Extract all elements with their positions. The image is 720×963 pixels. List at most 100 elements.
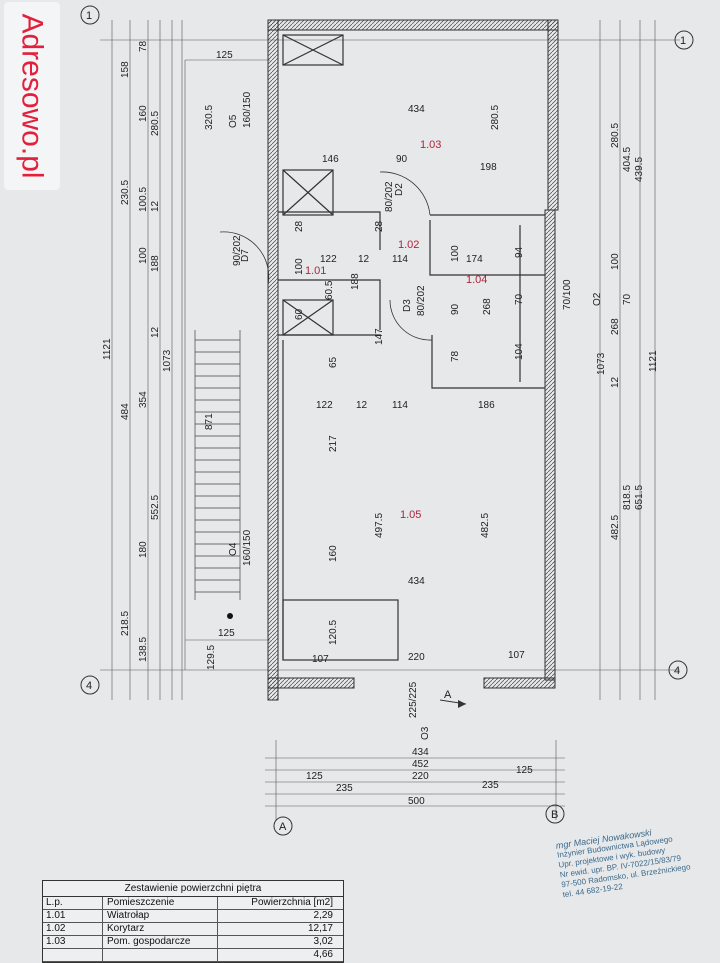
dim-text: 174 — [466, 254, 483, 265]
svg-text:129.5: 129.5 — [206, 645, 217, 670]
svg-text:235: 235 — [336, 783, 353, 794]
axis-label-b: B — [551, 809, 558, 821]
room-label-1-01: 1.01 — [305, 265, 326, 277]
interior-dimensions: 434 280.5 146 90 198 122 12 114 174 100 … — [294, 104, 525, 665]
dim-text: 12 — [358, 254, 370, 265]
dim-text: 100 — [294, 258, 305, 275]
door-tag: D7 — [240, 249, 251, 262]
right-dimensions: 280.5 404.5 439.5 100 70 268 1073 12 482… — [596, 123, 659, 540]
header-cell: L.p. — [43, 897, 103, 909]
dim-text: 60 — [294, 308, 305, 320]
svg-text:1121: 1121 — [102, 338, 113, 360]
svg-text:235: 235 — [482, 780, 499, 791]
table-row: 4,66 — [43, 949, 343, 962]
door-size: 80/202 — [416, 285, 427, 316]
svg-text:138.5: 138.5 — [138, 637, 149, 662]
svg-text:160: 160 — [138, 105, 149, 122]
outer-walls — [267, 19, 559, 701]
svg-text:100: 100 — [138, 247, 149, 264]
svg-text:100.5: 100.5 — [138, 187, 149, 212]
svg-text:A: A — [444, 689, 452, 701]
table-row: 1.02 Korytarz 12,17 — [43, 923, 343, 936]
axis-label-top-left: 1 — [86, 10, 92, 22]
svg-text:434: 434 — [412, 747, 429, 758]
dim-text: 94 — [514, 246, 525, 258]
svg-text:1073: 1073 — [596, 352, 607, 375]
dim-text: 65 — [328, 356, 339, 368]
window-tag: O4 — [228, 542, 239, 556]
svg-text:404.5: 404.5 — [622, 147, 633, 172]
dim-text: 60.5 — [324, 280, 335, 300]
window-size: 70/100 — [562, 279, 573, 310]
room-label-1-04: 1.04 — [466, 274, 487, 286]
svg-text:268: 268 — [610, 318, 621, 335]
room-label-1-02: 1.02 — [398, 239, 419, 251]
dim-text: 114 — [392, 400, 408, 411]
svg-text:125: 125 — [306, 771, 323, 782]
header-cell: Powierzchnia [m2] — [251, 897, 333, 908]
window-size: 160/150 — [242, 91, 253, 128]
svg-text:439.5: 439.5 — [634, 157, 645, 182]
header-cell: Pomieszczenie — [103, 897, 218, 909]
bottom-dimensions: 434 452 220 125 125 235 235 500 — [306, 747, 533, 807]
svg-text:125: 125 — [516, 765, 533, 776]
table-header: L.p. Pomieszczenie Powierzchnia [m2] — [43, 897, 343, 910]
svg-text:12: 12 — [150, 326, 161, 338]
section-marker: A — [439, 689, 467, 708]
room-labels: 1.03 1.02 1.04 1.01 1.05 — [305, 139, 487, 521]
dim-text: 107 — [508, 650, 525, 661]
dim-text: 90 — [396, 154, 408, 165]
room-label-1-03: 1.03 — [420, 139, 441, 151]
dim-text: 497.5 — [374, 513, 385, 538]
axis-label-top-right: 1 — [680, 35, 686, 47]
dim-text: 434 — [408, 576, 425, 587]
dim-text: 28 — [374, 220, 385, 232]
dim-text: 122 — [316, 400, 333, 411]
left-dimensions: 158 78 160 280.5 230.5 100.5 12 100 188 … — [102, 40, 235, 670]
svg-text:280.5: 280.5 — [150, 111, 161, 136]
dim-text: 146 — [322, 154, 339, 165]
window-size: 160/150 — [242, 529, 253, 566]
svg-text:218.5: 218.5 — [120, 611, 131, 636]
stair-start-dot — [227, 613, 233, 619]
svg-text:180: 180 — [138, 541, 149, 558]
dim-text: 100 — [450, 245, 461, 262]
dim-text: 160 — [328, 545, 339, 562]
dim-text: 122 — [320, 254, 337, 265]
svg-text:818.5: 818.5 — [622, 485, 633, 510]
axis-markers: 1 1 4 4 A B — [80, 5, 694, 836]
dim-text: 220 — [408, 652, 425, 663]
dim-text: 90 — [450, 303, 461, 315]
axis-label-bottom-right: 4 — [674, 665, 680, 677]
svg-text:320.5: 320.5 — [204, 105, 215, 130]
dim-text: 12 — [356, 400, 368, 411]
svg-text:1121: 1121 — [648, 350, 659, 372]
dim-text: 188 — [350, 273, 361, 290]
svg-text:484: 484 — [120, 403, 131, 420]
door-size: 90/202 — [232, 235, 243, 266]
svg-text:12: 12 — [150, 200, 161, 212]
svg-text:354: 354 — [138, 391, 149, 408]
door-tag: D2 — [394, 183, 405, 196]
svg-text:125: 125 — [216, 50, 233, 61]
table-row: 1.03 Pom. gospodarcze 3,02 — [43, 936, 343, 949]
svg-text:12: 12 — [610, 376, 621, 388]
dim-text: 28 — [294, 220, 305, 232]
room-label-1-05: 1.05 — [400, 509, 421, 521]
door-swings — [219, 171, 433, 341]
dim-text: 434 — [408, 104, 425, 115]
dim-text: 186 — [478, 400, 495, 411]
svg-text:220: 220 — [412, 771, 429, 782]
axis-label-bottom-left: 4 — [86, 680, 92, 692]
svg-text:230.5: 230.5 — [120, 180, 131, 205]
table-caption: Zestawienie powierzchni piętra — [43, 881, 343, 897]
svg-text:500: 500 — [408, 796, 425, 807]
dim-text: 198 — [480, 162, 497, 173]
svg-text:552.5: 552.5 — [150, 495, 161, 520]
dim-text: 104 — [514, 343, 525, 360]
watermark-badge: Adresowo.pl — [4, 2, 60, 190]
door-size: 80/202 — [384, 181, 395, 212]
window-tag: O3 — [420, 726, 431, 740]
watermark-text: Adresowo.pl — [16, 13, 49, 179]
